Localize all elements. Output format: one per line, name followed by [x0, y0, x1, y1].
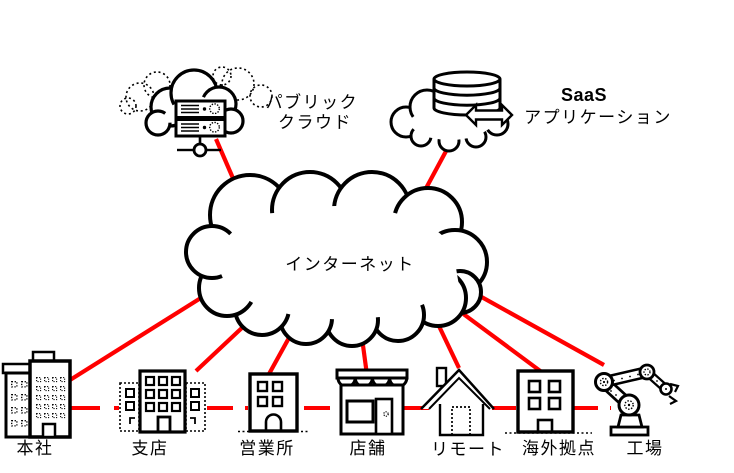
windows — [256, 380, 284, 408]
internet-cloud-outline — [184, 170, 489, 348]
link-internet-headquarters — [68, 294, 206, 382]
link-internet-remote — [436, 323, 461, 369]
door — [536, 418, 554, 434]
store-icon — [335, 368, 409, 436]
site-labels: 本社 支店 営業所 店舗 リモート 海外拠点 工場 — [17, 439, 664, 459]
remote-house-icon — [420, 366, 495, 437]
link-internet-sales-office — [267, 334, 292, 376]
headquarters-building-icon — [1, 350, 72, 439]
door — [374, 397, 394, 436]
gripper-claw — [668, 395, 679, 405]
factory-robot-arm-icon — [594, 363, 680, 437]
saas-sub-label: アプリケーション — [524, 108, 672, 127]
door — [156, 415, 172, 434]
saas-cloud: SaaS アプリケーション — [389, 70, 672, 153]
branch-building-icon — [119, 369, 206, 434]
chimney — [435, 366, 448, 388]
public-cloud: パブリック クラウド — [119, 66, 365, 158]
label-store: 店舗 — [350, 439, 387, 458]
door — [451, 406, 471, 436]
label-factory: 工場 — [627, 439, 664, 458]
public-cloud-label: パブリック クラウド — [266, 92, 365, 132]
sales-office-building-icon — [238, 372, 308, 433]
link-internet-branch — [194, 323, 247, 373]
windows — [144, 375, 182, 413]
gripper-claw — [669, 382, 680, 393]
link-internet-factory — [458, 283, 606, 367]
double-arrow-icon — [464, 102, 514, 128]
label-overseas: 海外拠点 — [522, 439, 596, 458]
database-icon — [432, 70, 502, 117]
saas-title-label: SaaS — [561, 85, 607, 105]
windows — [527, 379, 562, 411]
server-stack-icon — [174, 99, 227, 158]
windows — [11, 381, 29, 432]
dotted-cloud-right-icon — [212, 66, 273, 108]
wing-windows — [125, 388, 200, 411]
door — [41, 422, 57, 439]
door-knob — [383, 411, 389, 417]
label-branch: 支店 — [132, 439, 169, 458]
internet-label: インターネット — [285, 255, 415, 274]
label-sales-office: 営業所 — [239, 439, 295, 458]
link-internet-overseas — [456, 308, 545, 375]
label-remote: リモート — [431, 440, 505, 459]
display-window — [345, 399, 375, 424]
internet-cloud: インターネット — [184, 170, 489, 348]
windows — [36, 377, 66, 419]
door — [264, 413, 283, 431]
label-headquarters: 本社 — [17, 439, 54, 458]
overseas-building-icon — [505, 369, 592, 434]
